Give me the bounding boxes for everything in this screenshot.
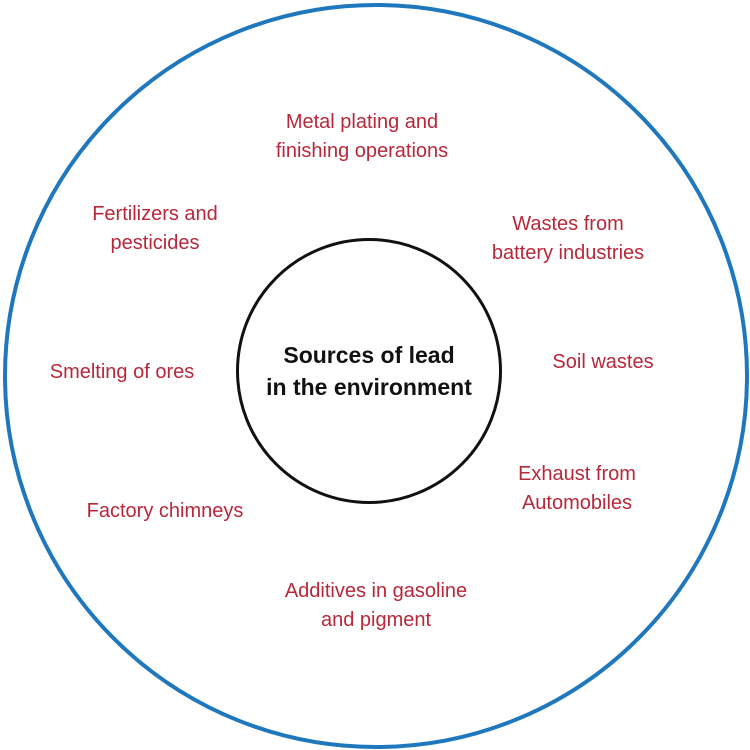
source-metal-plating-line-2: finishing operations [275,140,449,162]
source-gasoline-additives-line-1: Additives in gasoline [284,580,468,602]
source-battery-wastes-line-2: battery industries [491,242,645,264]
source-gasoline-additives: Additives in gasoline and pigment [285,577,467,635]
source-automobile-exhaust-line-1: Exhaust from [518,463,636,485]
source-battery-wastes: Wastes from battery industries [492,210,644,268]
source-fertilizers-line-2: pesticides [110,232,200,254]
source-metal-plating-line-1: Metal plating and [285,111,439,133]
source-factory-chimneys-line-1: Factory chimneys [86,500,244,522]
source-fertilizers-line-1: Fertilizers and [92,203,218,225]
source-smelting: Smelting of ores [50,358,195,387]
source-soil-wastes-line-1: Soil wastes [552,351,654,373]
source-battery-wastes-line-1: Wastes from [512,213,624,235]
source-metal-plating: Metal plating and finishing operations [276,108,448,166]
source-smelting-line-1: Smelting of ores [49,361,195,383]
source-factory-chimneys: Factory chimneys [87,497,244,526]
center-node: Sources of lead in the environment [236,238,502,504]
source-gasoline-additives-line-2: and pigment [320,609,432,631]
source-automobile-exhaust: Exhaust from Automobiles [518,460,636,518]
source-fertilizers: Fertilizers and pesticides [92,200,218,258]
source-automobile-exhaust-line-2: Automobiles [521,492,633,514]
center-title-line-1: Sources of lead [283,342,455,368]
outer-ring [3,3,749,749]
source-soil-wastes: Soil wastes [552,348,653,377]
center-title-line-2: in the environment [266,374,472,400]
center-title: Sources of lead in the environment [266,339,472,403]
